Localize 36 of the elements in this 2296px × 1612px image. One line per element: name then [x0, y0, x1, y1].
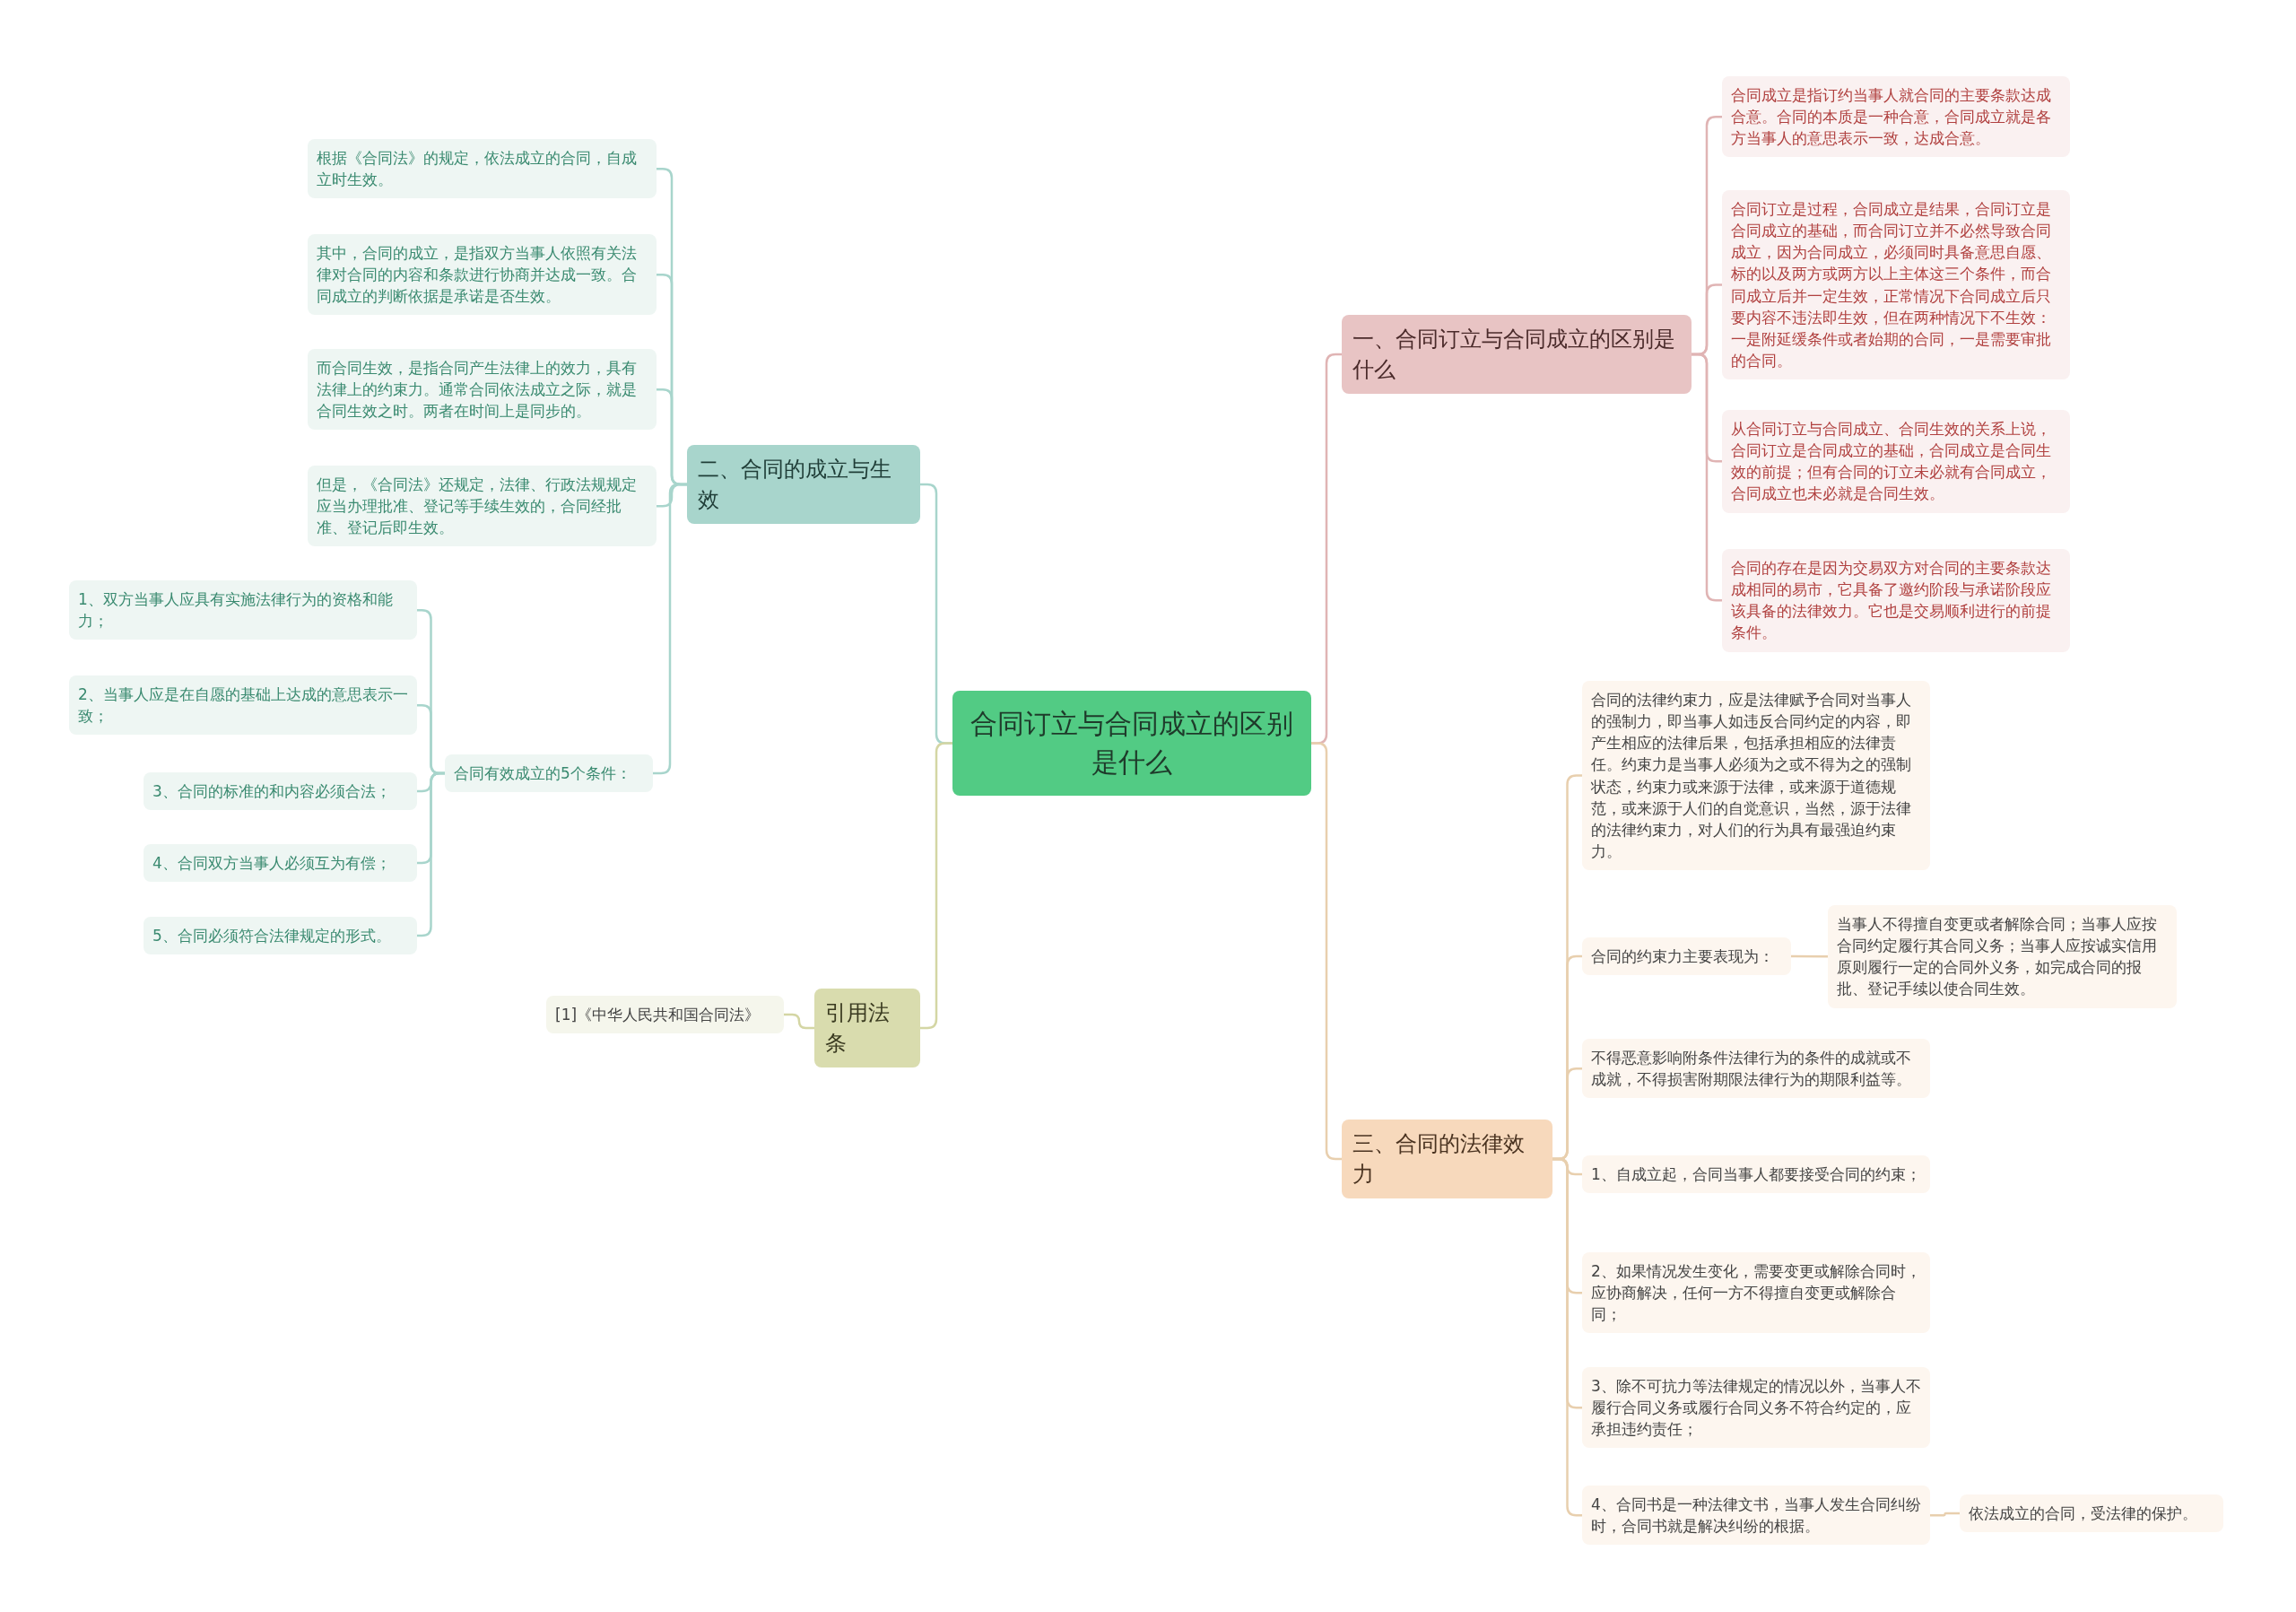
note-card: 合同有效成立的5个条件： [445, 754, 653, 793]
note-card: 合同订立是过程，合同成立是结果，合同订立是合同成立的基础，而合同订立并不必然导致合同成立，因为合同成立，必须同时具备意思自愿、标的以及两方或两方以上主体这三个条件，而合同成立后并一定生效，正常情况下合同成立后只要内容不违法即生效，但在两种情况下不生效：一是附延缓条件或者始期的合同，一是需要审批的合同。 [1722, 190, 2070, 379]
branch-topic: 引用法条 [814, 989, 920, 1068]
note-card: 其中，合同的成立，是指双方当事人依照有关法律对合同的内容和条款进行协商并达成一致。合同成立的判断依据是承诺是否生效。 [308, 234, 657, 316]
note-card: 不得恶意影响附条件法律行为的条件的成就或不成就，不得损害附期限法律行为的期限利益等。 [1582, 1039, 1930, 1099]
note-card: 合同的约束力主要表现为： [1582, 937, 1791, 976]
note-card: 4、合同书是一种法律文书，当事人发生合同纠纷时，合同书就是解决纠纷的根据。 [1582, 1486, 1930, 1546]
branch-topic: 二、合同的成立与生效 [687, 445, 920, 525]
note-card: 合同的存在是因为交易双方对合同的主要条款达成相同的易市，它具备了邀约阶段与承诺阶段应该具备的法律效力。它也是交易顺利进行的前提条件。 [1722, 549, 2070, 652]
note-card: 2、如果情况发生变化，需要变更或解除合同时，应协商解决，任何一方不得擅自变更或解除合同； [1582, 1252, 1930, 1334]
note-card: 1、自成立起，合同当事人都要接受合同的约束； [1582, 1155, 1930, 1194]
note-card: 3、除不可抗力等法律规定的情况以外，当事人不履行合同义务或履行合同义务不符合约定的，应承担违约责任； [1582, 1367, 1930, 1449]
note-card: 依法成立的合同，受法律的保护。 [1960, 1494, 2223, 1533]
connector-line [784, 1013, 814, 1030]
connector-line [1311, 742, 1342, 1161]
note-card: 3、合同的标准的和内容必须合法； [144, 772, 417, 811]
note-card: 而合同生效，是指合同产生法律上的效力，具有法律上的约束力。通常合同依法成立之际，就是合同生效之时。两者在时间上是同步的。 [308, 349, 657, 431]
note-card: 合同成立是指订约当事人就合同的主要条款达成合意。合同的本质是一种合意，合同成立就是各方当事人的意思表示一致，达成合意。 [1722, 76, 2070, 158]
connector-line [1552, 1157, 1582, 1517]
note-card: 4、合同双方当事人必须互为有偿； [144, 844, 417, 883]
connector-line [653, 483, 687, 775]
note-card: 2、当事人应是在自愿的基础上达成的意思表示一致； [69, 675, 417, 736]
connector-line [920, 742, 952, 1030]
branch-topic: 一、合同订立与合同成立的区别是什么 [1342, 315, 1692, 395]
note-card: [1]《中华人民共和国合同法》 [546, 996, 784, 1034]
note-card: 根据《合同法》的规定，依法成立的合同，自成立时生效。 [308, 139, 657, 199]
note-card: 从合同订立与合同成立、合同生效的关系上说，合同订立是合同成立的基础，合同成立是合同生效的前提；但有合同的订立未必就有合同成立，合同成立也未必就是合同生效。 [1722, 410, 2070, 513]
connector-line [1930, 1512, 1960, 1517]
connector-line [1791, 954, 1828, 958]
note-card: 当事人不得擅自变更或者解除合同；当事人应按合同约定履行其合同义务；当事人应按诚实信用原则履行一定的合同外义务，如完成合同的报批、登记手续以使合同生效。 [1828, 905, 2177, 1008]
central-topic: 合同订立与合同成立的区别是什么 [952, 691, 1311, 797]
note-card: 5、合同必须符合法律规定的形式。 [144, 917, 417, 955]
note-card: 1、双方当事人应具有实施法律行为的资格和能力； [69, 580, 417, 640]
note-card: 但是，《合同法》还规定，法律、行政法规规定应当办理批准、登记等手续生效的，合同经批准、登记后即生效。 [308, 466, 657, 547]
branch-topic: 三、合同的法律效力 [1342, 1120, 1552, 1199]
note-card: 合同的法律约束力，应是法律赋予合同对当事人的强制力，即当事人如违反合同约定的内容，即产生相应的法律后果，包括承担相应的法律责任。约束力是当事人必须为之或不得为之的强制状态，约束力或来源于法律，或来源于道德规范，或来源于人们的自觉意识，当然，源于法律的法律约束力，对人们的行为具有最强迫约束力。 [1582, 681, 1930, 870]
